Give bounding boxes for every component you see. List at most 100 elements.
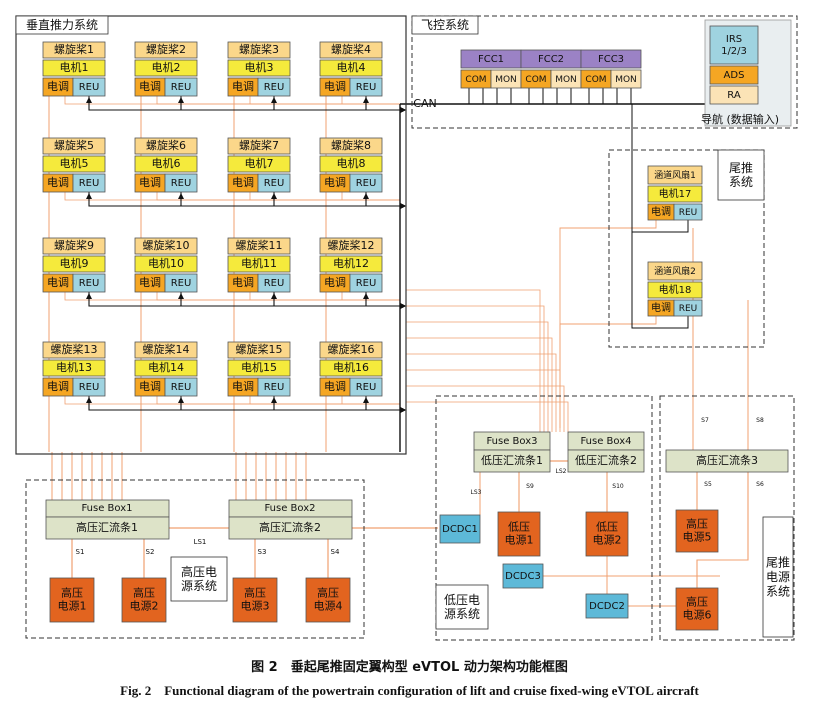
esc-label: 电调 [232, 276, 254, 289]
reu-box [72, 273, 106, 293]
hv-source-box [121, 577, 167, 623]
reu-label: REU [79, 278, 100, 289]
reu-label: REU [79, 178, 100, 189]
fcc-com-label: COM [585, 75, 606, 85]
propeller-label: 螺旋桨9 [54, 238, 94, 252]
motor-label: 电机11 [241, 256, 277, 270]
reu-signal-line [88, 396, 400, 411]
dcdc3-box [502, 563, 544, 589]
dcdc2-label: DCDC2 [589, 601, 625, 612]
motor-box [227, 155, 291, 173]
reu-label: REU [79, 382, 100, 393]
can-label: CAN [413, 97, 436, 110]
hv-bus-1 [45, 516, 170, 540]
reu-signal-line [365, 292, 400, 307]
reu-label: REU [679, 304, 698, 314]
vertical-thrust-title-box [15, 15, 109, 35]
fcc-label: FCC1 [478, 54, 504, 65]
hv-bus-2-label: 高压汇流条2 [259, 520, 321, 534]
reu-signal-arrow [178, 397, 184, 403]
reu-box [673, 299, 703, 317]
propeller-box [319, 41, 383, 59]
fan-label: 涵道风扇2 [654, 265, 696, 277]
reu-signal-line [365, 192, 400, 207]
fuse-box-1-label: Fuse Box1 [81, 503, 132, 514]
propeller-label: 螺旋桨2 [146, 42, 186, 56]
esc-label: 电调 [324, 80, 346, 93]
propeller-box [134, 41, 198, 59]
fcc-mon-label: MON [615, 75, 637, 85]
s1-label: S1 [76, 548, 85, 556]
flight-control-title: 飞控系统 [421, 18, 469, 32]
lv-feed-line [406, 385, 565, 432]
lv-feed-line [406, 305, 545, 432]
propeller-box [134, 237, 198, 255]
lv-system-frame [435, 395, 653, 641]
motor-box [647, 281, 703, 299]
motor-box [134, 359, 198, 377]
lv-feed-line [406, 401, 569, 432]
propeller-label: 螺旋桨14 [143, 342, 190, 356]
esc-power-link [341, 396, 400, 405]
hv3-source6 [696, 472, 749, 588]
hv-source-5-label: 高压电源5 [683, 516, 712, 543]
reu-signal-line [273, 396, 400, 411]
reu-signal-line [365, 396, 400, 411]
propeller-box [42, 341, 106, 359]
ls1-label: LS1 [194, 538, 207, 546]
motor-label: 电机3 [245, 60, 274, 74]
reu-box [349, 377, 383, 397]
s3-label: S3 [258, 548, 267, 556]
propeller-box [319, 341, 383, 359]
motor-box [42, 155, 106, 173]
reu-box [72, 377, 106, 397]
motor-label: 电机13 [56, 360, 92, 374]
hv-source-5-box [675, 509, 719, 553]
motor-box [647, 185, 703, 203]
motor-label: 电机5 [60, 156, 89, 170]
hv-source-6-box [675, 587, 719, 631]
reu-box [72, 77, 106, 97]
tail-thrust-title: 尾推系统 [729, 160, 753, 188]
s10-label: S10 [612, 483, 624, 490]
motor-box [319, 255, 383, 273]
motor-box [227, 255, 291, 273]
propeller-label: 螺旋桨7 [239, 138, 279, 152]
hv-source-label: 高压电源2 [130, 585, 159, 612]
tail-power-frame [659, 395, 795, 641]
reu-box [257, 273, 291, 293]
lv-bus-1 [473, 449, 551, 473]
reu-box [673, 203, 703, 221]
fcc-label: FCC3 [598, 54, 624, 65]
motor-label: 电机17 [659, 187, 692, 200]
navigation-label: 导航 (数据输入) [701, 112, 779, 126]
esc-label: 电调 [324, 276, 346, 289]
fan-box [647, 165, 703, 185]
esc-label: 电调 [47, 380, 69, 393]
hv-source-6-label: 高压电源6 [683, 594, 712, 621]
hv-source-label: 高压电源3 [241, 585, 270, 612]
can-signal-arrow [400, 407, 406, 413]
reu-signal-line [88, 292, 400, 307]
reu-signal-arrow [86, 97, 92, 103]
esc-label: 电调 [651, 301, 671, 314]
tail-thrust-title-box [717, 149, 765, 201]
reu-signal-line [273, 292, 400, 307]
reu-label: REU [79, 82, 100, 93]
reu-box [349, 173, 383, 193]
fuse-box-3-label: Fuse Box3 [486, 436, 537, 447]
motor-box [319, 359, 383, 377]
lv-system-title-box [435, 584, 489, 630]
